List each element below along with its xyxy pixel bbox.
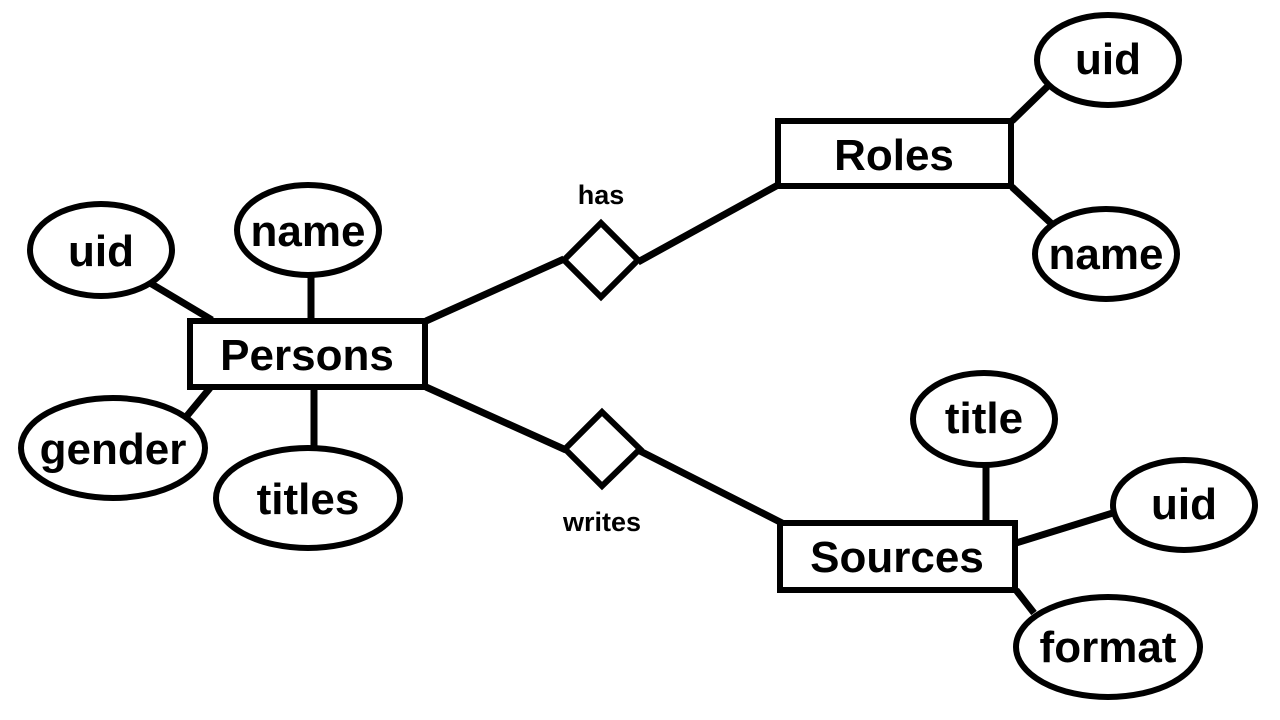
connectors — [148, 81, 1118, 616]
attribute-label: name — [251, 207, 366, 256]
attribute-label: name — [1049, 230, 1164, 279]
entity-box — [187, 318, 428, 390]
attribute-label: uid — [1075, 35, 1141, 84]
entity-box — [777, 520, 1018, 593]
relationship-label: writes — [562, 507, 641, 537]
attribute-ellipse — [1032, 206, 1180, 302]
attribute-ellipse — [27, 201, 175, 299]
attribute-roles-uid: uid — [1034, 12, 1182, 108]
entity-sources: Sources — [777, 520, 1018, 593]
connector-writes-sources — [636, 446, 784, 527]
attribute-ellipse — [1013, 594, 1203, 700]
connector-roles-name — [1009, 184, 1057, 229]
attribute-ellipse — [18, 395, 208, 501]
attribute-persons-uid: uid — [27, 201, 175, 299]
relationship-diamond — [559, 218, 643, 302]
entity-label: Roles — [834, 131, 954, 180]
attribute-ellipse — [1034, 12, 1182, 108]
connector-roles-uid — [1009, 81, 1053, 124]
relationship-diamond — [560, 407, 645, 491]
connector-persons-has — [424, 255, 566, 325]
connector-sources-format — [1013, 587, 1037, 616]
attribute-ellipse — [910, 370, 1058, 468]
entity-roles: Roles — [775, 118, 1014, 189]
entity-persons: Persons — [187, 318, 428, 390]
attribute-persons-gender: gender — [18, 395, 208, 501]
connector-persons-uid — [148, 279, 214, 324]
attribute-sources-uid: uid — [1110, 457, 1258, 553]
connector-has-roles — [636, 181, 780, 266]
connector-persons-writes — [424, 383, 568, 454]
attribute-label: uid — [1151, 480, 1217, 529]
attribute-label: format — [1040, 623, 1177, 672]
attribute-label: title — [945, 394, 1023, 443]
attribute-ellipse — [213, 445, 403, 551]
attribute-persons-name: name — [234, 182, 382, 278]
attribute-sources-title: title — [910, 370, 1058, 468]
connector-sources-uid — [1014, 508, 1118, 547]
attribute-roles-name: name — [1032, 206, 1180, 302]
attribute-ellipse — [1110, 457, 1258, 553]
relationship-has: has — [559, 180, 643, 302]
connector-persons-gender — [183, 385, 213, 420]
attribute-ellipse — [234, 182, 382, 278]
attribute-sources-format: format — [1013, 594, 1203, 700]
attribute-label: gender — [40, 425, 187, 474]
entity-box — [775, 118, 1014, 189]
entity-label: Sources — [810, 533, 984, 582]
entity-label: Persons — [220, 331, 394, 380]
relationship-writes: writes — [560, 407, 645, 537]
relationship-label: has — [578, 180, 625, 210]
attribute-label: titles — [257, 475, 360, 524]
attribute-label: uid — [68, 227, 134, 276]
attribute-persons-titles: titles — [213, 445, 403, 551]
